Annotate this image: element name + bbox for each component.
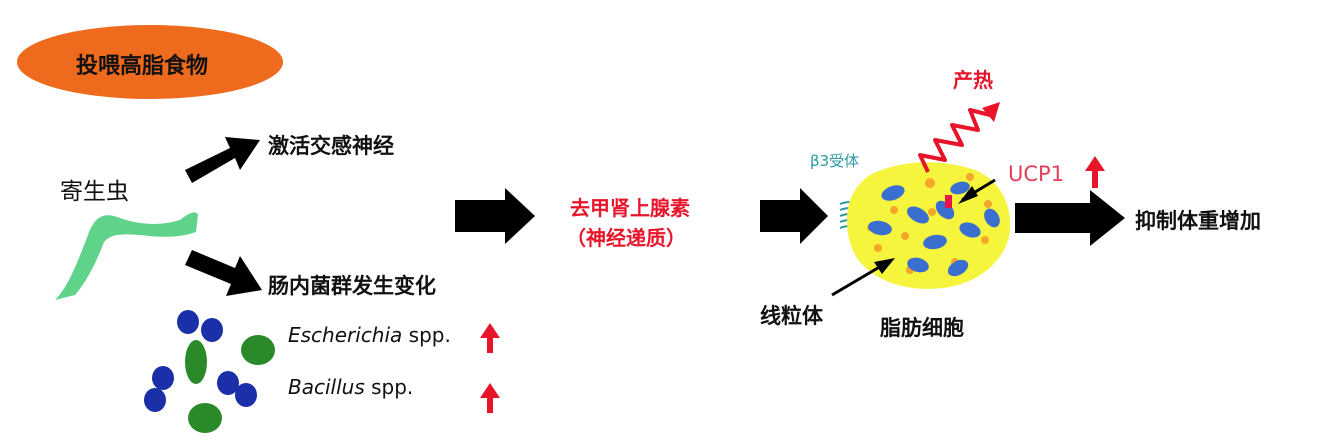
escherichia-suffix: spp. — [402, 323, 451, 347]
bacteria-bacillus-label: Bacillus spp. — [288, 375, 413, 399]
adipocyte-label: 脂肪细胞 — [880, 316, 964, 340]
hormone-sublabel: （神经递质） — [566, 226, 686, 250]
arrow-to-cell-icon — [760, 188, 828, 244]
sympathetic-label: 激活交感神经 — [268, 134, 394, 158]
ucp1-marker-icon — [945, 195, 952, 208]
hormone-label: 去甲肾上腺素 — [570, 196, 690, 220]
start-label: 投喂高脂食物 — [76, 54, 209, 79]
mitochondria-label: 线粒体 — [760, 304, 823, 328]
ucp1-label: UCP1 — [1008, 162, 1065, 186]
parasite-label: 寄生虫 — [60, 179, 129, 205]
ucp1-up-arrow-icon — [1085, 156, 1105, 188]
parasite-worm-icon — [55, 212, 198, 300]
ucp1-pointer-icon — [958, 178, 996, 204]
bacteria-cluster-icon — [144, 310, 275, 433]
mitochondria-pointer-icon — [831, 258, 895, 297]
bacillus-suffix: spp. — [364, 375, 414, 399]
escherichia-genus: Escherichia — [288, 323, 403, 347]
arrow-to-hormone-icon — [455, 188, 535, 244]
bacillus-up-arrow-icon — [480, 383, 500, 413]
arrow-to-result-icon — [1015, 190, 1125, 246]
heat-label: 产热 — [953, 68, 993, 92]
escherichia-up-arrow-icon — [480, 323, 500, 353]
microbiota-label: 肠内菌群发生变化 — [268, 274, 436, 298]
start-oval — [17, 25, 283, 99]
receptor-label: β3受体 — [810, 152, 860, 170]
result-label: 抑制体重增加 — [1135, 209, 1261, 233]
bacillus-genus: Bacillus — [288, 375, 365, 399]
mitochondria-cluster-icon — [868, 181, 1000, 277]
arrow-to-sympathetic-icon — [185, 137, 260, 183]
bacteria-escherichia-label: Escherichia spp. — [288, 323, 451, 347]
arrow-to-microbiota-icon — [185, 250, 262, 296]
heat-wave-icon — [918, 102, 1000, 173]
